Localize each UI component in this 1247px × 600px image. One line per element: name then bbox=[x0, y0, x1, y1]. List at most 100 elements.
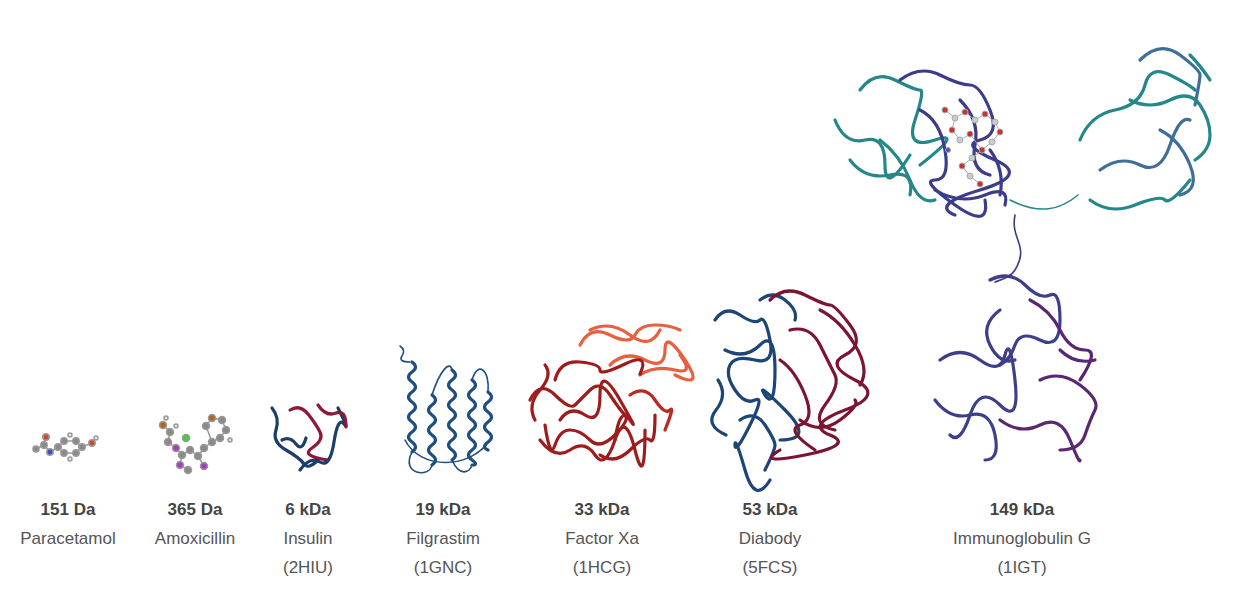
ribbon bbox=[590, 326, 660, 341]
atom bbox=[209, 415, 216, 422]
ribbon bbox=[935, 400, 996, 460]
amoxicillin-model bbox=[160, 415, 233, 474]
ribbon bbox=[935, 190, 1006, 205]
atom bbox=[61, 438, 67, 444]
atom bbox=[195, 453, 202, 460]
helix bbox=[485, 392, 492, 450]
molecule-name: Insulin bbox=[283, 529, 332, 549]
ribbon bbox=[555, 360, 643, 380]
mass-label: 53 kDa bbox=[743, 500, 798, 520]
ribbon bbox=[770, 291, 868, 459]
atom bbox=[177, 462, 184, 469]
helix bbox=[449, 370, 456, 460]
ribbon bbox=[560, 381, 633, 440]
atom bbox=[969, 155, 975, 161]
ribbon bbox=[835, 120, 910, 178]
atom bbox=[997, 129, 1003, 135]
atom bbox=[972, 117, 978, 123]
ribbon bbox=[282, 438, 306, 447]
ribbon bbox=[532, 365, 548, 420]
atom bbox=[228, 438, 232, 442]
atom bbox=[89, 440, 95, 446]
ribbon bbox=[900, 71, 1009, 215]
atom bbox=[165, 439, 172, 446]
igg-ribbon bbox=[835, 49, 1210, 461]
bond-chain bbox=[952, 118, 982, 150]
atom bbox=[201, 445, 208, 452]
insulin-ribbon bbox=[272, 405, 346, 470]
atom bbox=[977, 181, 983, 187]
factor-xa-ribbon bbox=[530, 325, 693, 466]
atom bbox=[55, 444, 61, 450]
atom bbox=[952, 115, 958, 121]
ribbon bbox=[990, 150, 1001, 195]
pdb-code: (1GNC) bbox=[414, 558, 473, 578]
molecule-name: Filgrastim bbox=[406, 529, 480, 549]
pdb-code: (5FCS) bbox=[743, 558, 798, 578]
atom bbox=[982, 111, 988, 117]
mass-label: 19 kDa bbox=[416, 500, 471, 520]
ribbon bbox=[600, 415, 655, 459]
atom bbox=[946, 148, 951, 153]
pdb-code: (1IGT) bbox=[997, 558, 1046, 578]
atom bbox=[68, 433, 72, 437]
linker bbox=[1010, 195, 1078, 209]
atom bbox=[959, 163, 965, 169]
ribbon bbox=[712, 380, 726, 435]
ribbon bbox=[1060, 350, 1095, 361]
ribbon bbox=[820, 310, 864, 385]
atom bbox=[949, 127, 955, 133]
bond-chain bbox=[945, 110, 1000, 184]
mass-label: 33 kDa bbox=[575, 500, 630, 520]
loop bbox=[400, 346, 410, 362]
bond-chain bbox=[163, 418, 226, 456]
molecule-name: Immunoglobulin G bbox=[953, 529, 1091, 549]
atom bbox=[179, 452, 186, 459]
atom bbox=[967, 173, 973, 179]
loop bbox=[405, 440, 490, 463]
ribbon bbox=[1190, 55, 1210, 80]
ribbon bbox=[610, 342, 693, 380]
ribbon bbox=[740, 416, 775, 470]
atom bbox=[33, 446, 39, 452]
ribbon bbox=[530, 386, 626, 450]
atom bbox=[94, 436, 98, 440]
atom bbox=[203, 423, 210, 430]
helix bbox=[409, 362, 416, 452]
atom bbox=[173, 445, 180, 452]
ribbon bbox=[580, 325, 680, 345]
atom bbox=[68, 457, 72, 461]
glycan-model bbox=[942, 107, 1003, 187]
ribbon bbox=[990, 276, 1060, 365]
filgrastim-ribbon bbox=[400, 346, 492, 473]
atom bbox=[201, 463, 208, 470]
atom bbox=[967, 131, 973, 137]
atom bbox=[187, 447, 194, 454]
atom bbox=[962, 109, 968, 115]
ribbon bbox=[1030, 300, 1091, 380]
ribbon bbox=[760, 295, 796, 320]
loop bbox=[432, 366, 452, 395]
mass-label: 6 kDa bbox=[285, 500, 330, 520]
atom bbox=[73, 450, 79, 456]
ribbon bbox=[850, 160, 911, 195]
mass-label: 151 Da bbox=[41, 500, 96, 520]
atom bbox=[43, 434, 49, 440]
atom bbox=[957, 137, 963, 143]
atom bbox=[223, 427, 230, 434]
atom bbox=[989, 139, 995, 145]
atom bbox=[164, 416, 168, 420]
atom bbox=[942, 107, 948, 113]
ribbon bbox=[725, 341, 799, 440]
ribbon bbox=[800, 400, 856, 428]
ribbon bbox=[880, 140, 935, 201]
atom bbox=[217, 435, 224, 442]
ribbon bbox=[780, 360, 815, 450]
atom bbox=[73, 438, 79, 444]
atom bbox=[219, 417, 226, 424]
atom bbox=[185, 467, 192, 474]
atom bbox=[41, 442, 47, 448]
ribbon bbox=[1160, 130, 1193, 195]
ribbon bbox=[318, 405, 346, 427]
molecule-name: Amoxicillin bbox=[155, 529, 235, 549]
